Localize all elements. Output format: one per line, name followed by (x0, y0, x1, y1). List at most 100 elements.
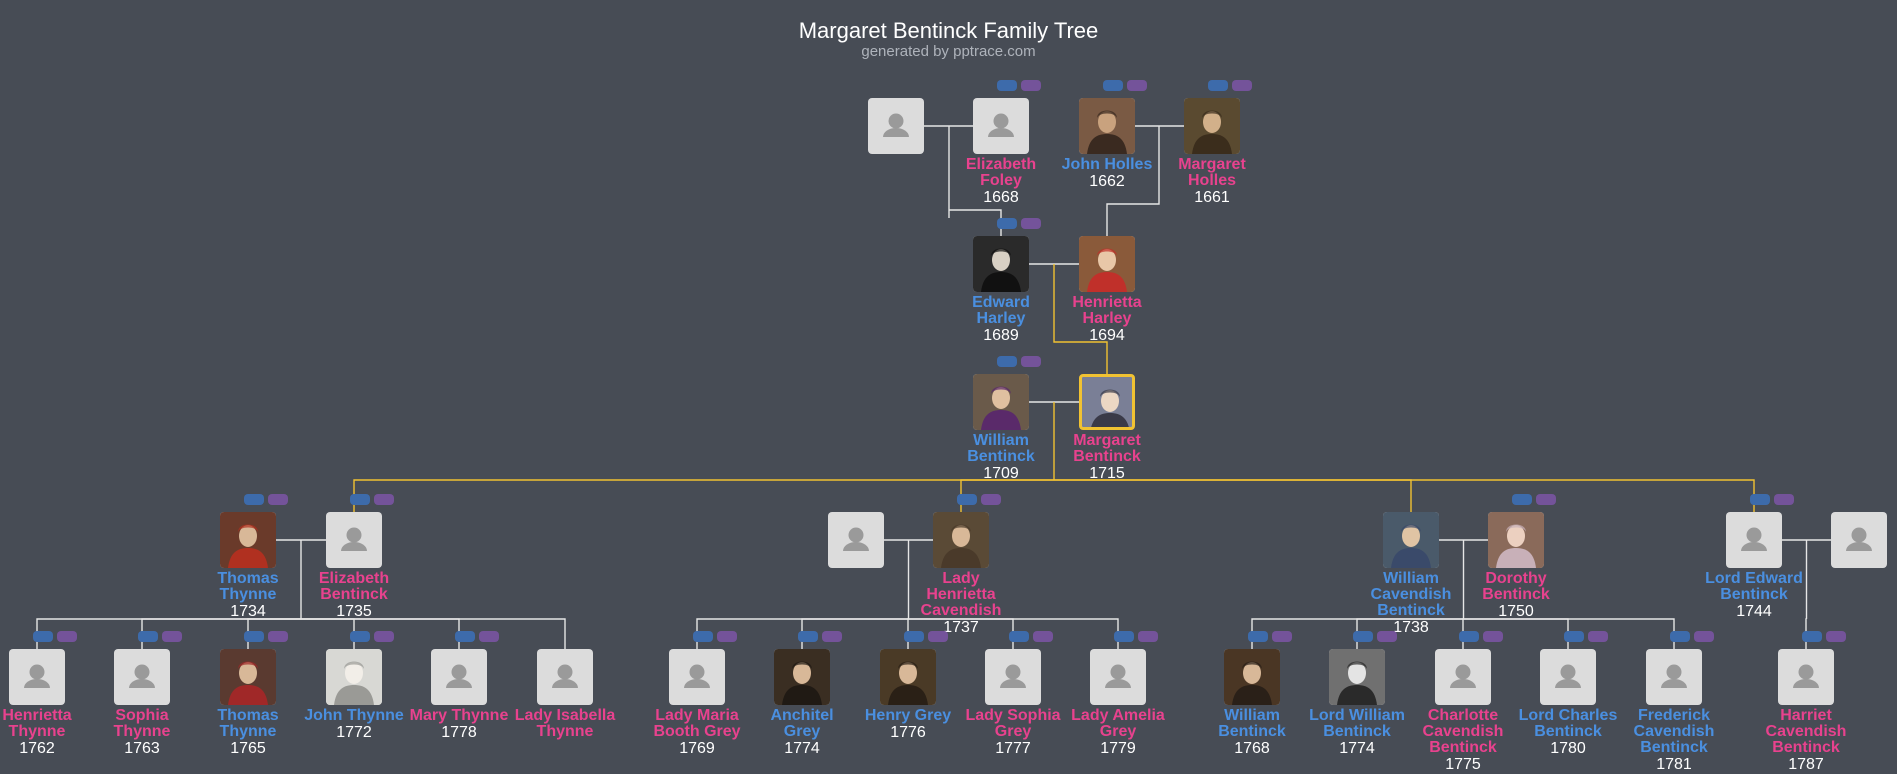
expand-family-button[interactable] (1483, 631, 1503, 642)
expand-parents-button[interactable] (350, 631, 370, 642)
person-name[interactable]: William Bentinck (967, 432, 1035, 465)
person-placeholder[interactable] (1540, 649, 1596, 705)
person-name[interactable]: Lady Amelia Grey (1071, 707, 1165, 740)
expand-family-button[interactable] (717, 631, 737, 642)
person-portrait[interactable] (880, 649, 936, 705)
person-placeholder[interactable] (973, 98, 1029, 154)
person-name[interactable]: Lady Henrietta Cavendish (920, 570, 1002, 619)
person-name[interactable]: Lady Maria Booth Grey (653, 707, 741, 740)
expand-parents-button[interactable] (1208, 80, 1228, 91)
expand-parents-button[interactable] (957, 494, 977, 505)
expand-family-button[interactable] (374, 631, 394, 642)
person-placeholder[interactable] (537, 649, 593, 705)
expand-parents-button[interactable] (244, 631, 264, 642)
expand-parents-button[interactable] (1009, 631, 1029, 642)
person-name[interactable]: Thomas Thynne (217, 570, 279, 603)
person-placeholder[interactable] (9, 649, 65, 705)
person-node[interactable] (1807, 512, 1897, 568)
expand-family-button[interactable] (822, 631, 842, 642)
expand-family-button[interactable] (1377, 631, 1397, 642)
expand-family-button[interactable] (1033, 631, 1053, 642)
person-name[interactable]: William Bentinck (1218, 707, 1286, 740)
person-name[interactable]: Sophia Thynne (113, 707, 171, 740)
expand-family-button[interactable] (928, 631, 948, 642)
person-name[interactable]: Charlotte Cavendish Bentinck (1422, 707, 1504, 756)
person-portrait[interactable] (774, 649, 830, 705)
expand-parents-button[interactable] (798, 631, 818, 642)
person-placeholder[interactable] (828, 512, 884, 568)
person-portrait[interactable] (973, 236, 1029, 292)
expand-family-button[interactable] (1021, 218, 1041, 229)
person-name[interactable]: Margaret Holles (1178, 156, 1246, 189)
expand-parents-button[interactable] (1353, 631, 1373, 642)
person-name[interactable]: Dorothy Bentinck (1482, 570, 1550, 603)
person-name[interactable]: Elizabeth Foley (965, 156, 1037, 189)
expand-parents-button[interactable] (1750, 494, 1770, 505)
expand-family-button[interactable] (1021, 80, 1041, 91)
person-name[interactable]: John Thynne (304, 707, 404, 724)
person-placeholder[interactable] (868, 98, 924, 154)
person-portrait[interactable] (1079, 98, 1135, 154)
person-name[interactable]: John Holles (1061, 156, 1153, 173)
expand-family-button[interactable] (162, 631, 182, 642)
expand-parents-button[interactable] (997, 356, 1017, 367)
expand-family-button[interactable] (268, 494, 288, 505)
person-placeholder[interactable] (1778, 649, 1834, 705)
person-portrait[interactable] (1079, 374, 1135, 430)
person-name[interactable]: Frederick Cavendish Bentinck (1633, 707, 1715, 756)
person-portrait[interactable] (973, 374, 1029, 430)
person-name[interactable]: Lady Isabella Thynne (514, 707, 616, 740)
expand-parents-button[interactable] (244, 494, 264, 505)
expand-family-button[interactable] (57, 631, 77, 642)
expand-parents-button[interactable] (693, 631, 713, 642)
expand-parents-button[interactable] (904, 631, 924, 642)
expand-family-button[interactable] (1826, 631, 1846, 642)
expand-parents-button[interactable] (455, 631, 475, 642)
person-node[interactable] (804, 512, 908, 568)
person-name[interactable]: Harriet Cavendish Bentinck (1765, 707, 1847, 756)
expand-parents-button[interactable] (1459, 631, 1479, 642)
person-portrait[interactable] (220, 512, 276, 568)
person-name[interactable]: Lady Sophia Grey (965, 707, 1061, 740)
person-placeholder[interactable] (114, 649, 170, 705)
person-portrait[interactable] (326, 649, 382, 705)
expand-family-button[interactable] (1588, 631, 1608, 642)
person-name[interactable]: Lord William Bentinck (1309, 707, 1405, 740)
expand-family-button[interactable] (1138, 631, 1158, 642)
expand-family-button[interactable] (1021, 356, 1041, 367)
expand-family-button[interactable] (1127, 80, 1147, 91)
expand-family-button[interactable] (268, 631, 288, 642)
person-portrait[interactable] (1079, 236, 1135, 292)
expand-family-button[interactable] (374, 494, 394, 505)
person-portrait[interactable] (1224, 649, 1280, 705)
person-placeholder[interactable] (1726, 512, 1782, 568)
expand-parents-button[interactable] (1103, 80, 1123, 91)
person-name[interactable]: William Cavendish Bentinck (1370, 570, 1452, 619)
person-node[interactable]: Lady Isabella Thynne (513, 649, 617, 740)
expand-parents-button[interactable] (138, 631, 158, 642)
person-portrait[interactable] (220, 649, 276, 705)
person-name[interactable]: Henrietta Thynne (2, 707, 72, 740)
expand-parents-button[interactable] (1670, 631, 1690, 642)
person-placeholder[interactable] (326, 512, 382, 568)
expand-parents-button[interactable] (1512, 494, 1532, 505)
person-placeholder[interactable] (669, 649, 725, 705)
person-placeholder[interactable] (431, 649, 487, 705)
